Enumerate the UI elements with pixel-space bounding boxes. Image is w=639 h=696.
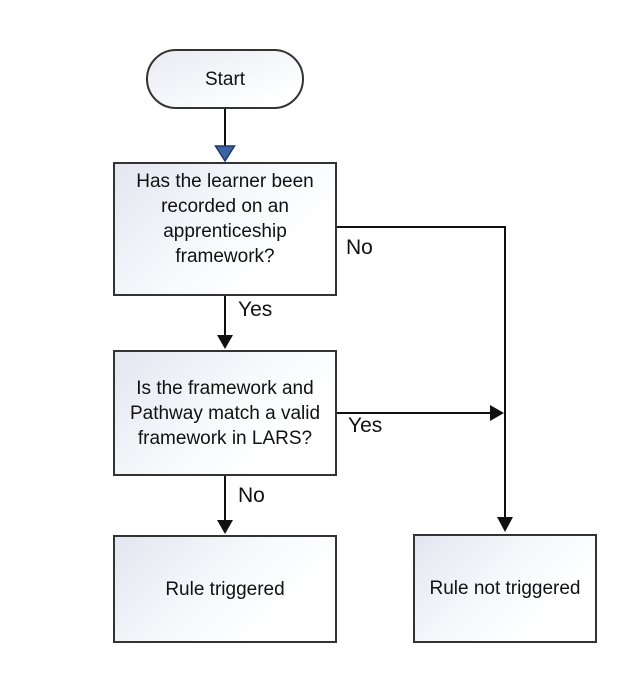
rule-not-triggered-node: Rule not triggered: [413, 534, 597, 643]
rule-triggered-node: Rule triggered: [113, 535, 337, 643]
arrowhead-down-icon: [497, 517, 513, 532]
edge-label-q1-yes: Yes: [238, 298, 273, 321]
question-node-apprenticeship-framework: Has the learner been recorded on an appr…: [113, 162, 337, 296]
arrowhead-down-icon: [217, 520, 233, 534]
start-node: Start: [146, 49, 304, 109]
edge-label-q2-yes: Yes: [348, 414, 383, 437]
arrowhead-down-icon: [217, 335, 233, 349]
edge-label-q1-no: No: [346, 236, 373, 259]
edge-label-q2-no: No: [238, 484, 265, 507]
question-node-lars-framework-match: Is the framework and Pathway match a val…: [113, 350, 337, 476]
connector-q1-no-to-rule-not-triggered: [337, 226, 506, 518]
arrowhead-right-icon: [490, 405, 504, 421]
arrowhead-blue-icon: [214, 145, 236, 163]
